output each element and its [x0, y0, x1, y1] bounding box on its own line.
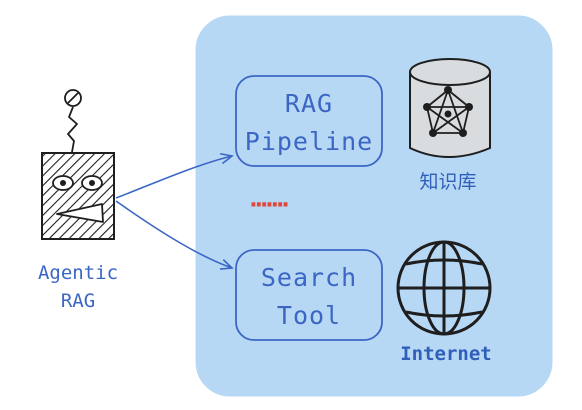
rag-pipeline-label-line2: Pipeline: [245, 127, 373, 156]
rag-pipeline-label-line1: RAG: [285, 89, 333, 118]
ellipsis: ·······: [249, 193, 288, 218]
rag-pipeline-box: RAG Pipeline: [235, 75, 383, 167]
robot-icon: [41, 89, 115, 240]
search-tool-label-line1: Search: [261, 263, 357, 292]
arrow-to-rag-pipeline: [115, 152, 234, 199]
agent-label-line1: Agentic: [38, 262, 118, 284]
search-tool-box: Search Tool: [235, 249, 383, 341]
agent-label-line2: RAG: [61, 290, 95, 312]
arrow-to-search-tool: [115, 200, 234, 270]
database-graph-icon: [409, 58, 491, 158]
internet-label: Internet: [400, 343, 492, 365]
knowledge-base-label: 知识库: [419, 171, 476, 193]
globe-icon: [396, 240, 492, 336]
search-tool-label-line2: Tool: [277, 301, 341, 330]
